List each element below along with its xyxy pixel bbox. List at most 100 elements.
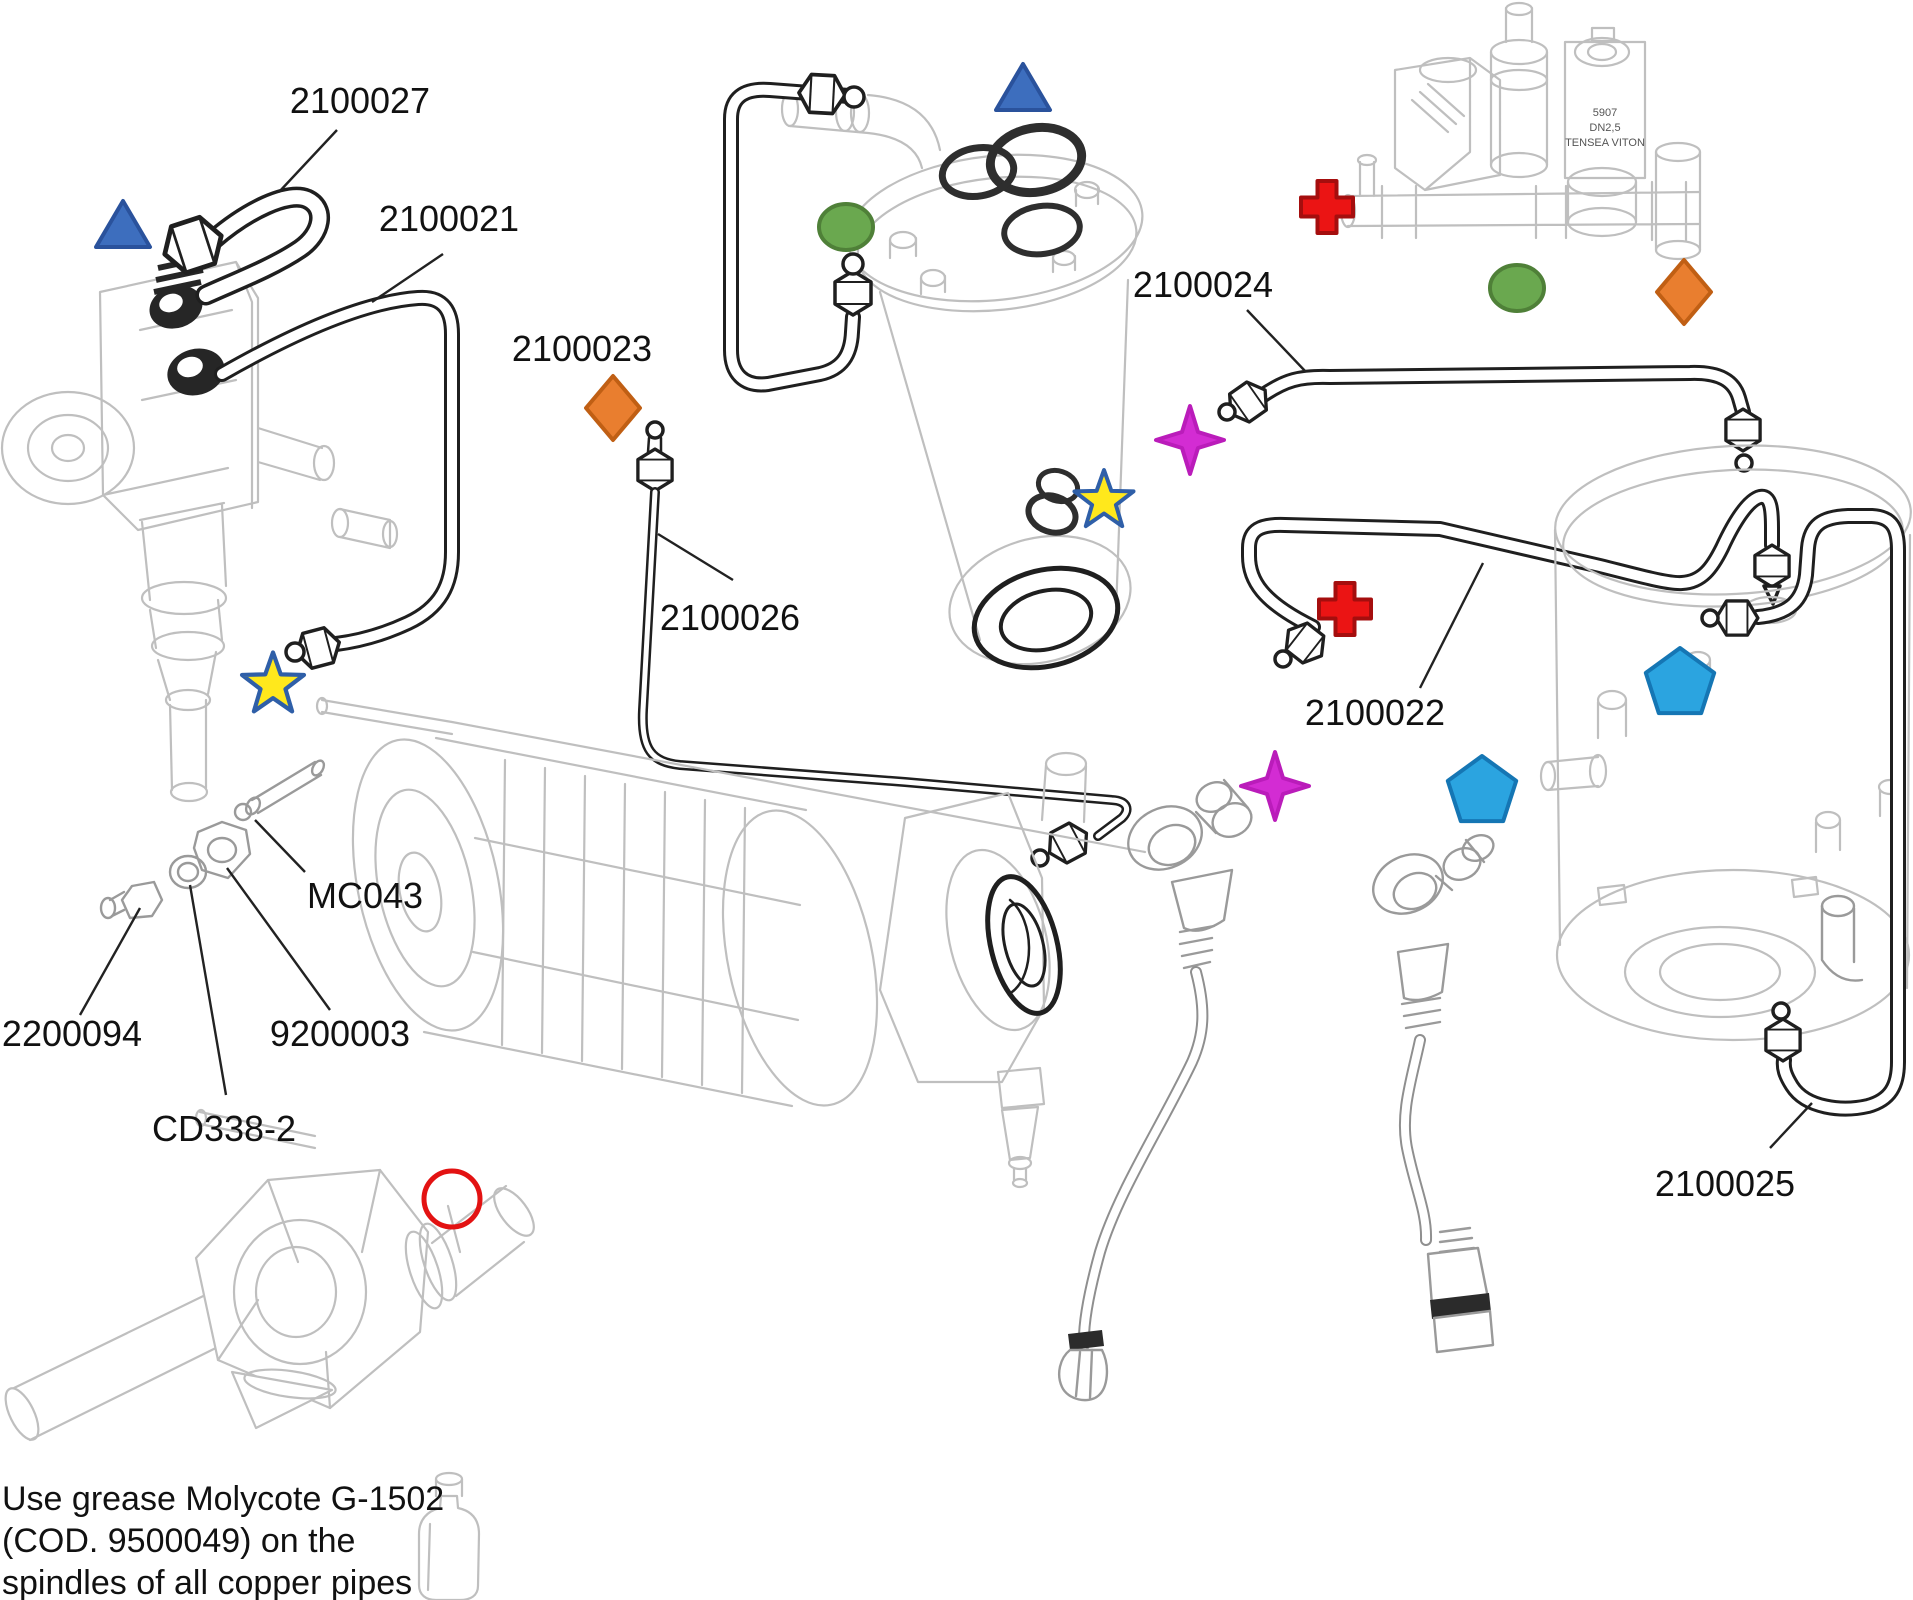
hex-nut-bore — [206, 836, 238, 864]
ghost-stub-collar — [1588, 753, 1608, 789]
ghost-pump-body — [878, 791, 1046, 1084]
spindle-tip-end — [493, 1187, 535, 1237]
grease-note: Use grease Molycote G-1502 (COD. 9500049… — [2, 1480, 444, 1600]
injector-assembly-2 — [1372, 833, 1495, 1354]
ghost-motor-face — [351, 738, 505, 1032]
pipe-ball-end — [842, 85, 866, 109]
spark-marker-icon — [1154, 404, 1226, 476]
pipe-nut — [833, 269, 873, 317]
spindle-nut-facets — [216, 1168, 382, 1410]
spindle-cone — [230, 1370, 334, 1430]
dark-ring-fitting — [1001, 202, 1083, 258]
ghost-stub-end — [330, 507, 350, 539]
ghost-plate-clamp-inner — [1586, 42, 1618, 62]
ghost-left-stub — [1546, 755, 1600, 792]
leader-mc043 — [254, 819, 306, 873]
ghost-rod-cap — [315, 696, 329, 716]
pin-end — [244, 796, 262, 816]
pipe-nut — [796, 72, 848, 116]
ghost-elbow-top — [1195, 781, 1233, 813]
ghost-collar — [164, 688, 212, 712]
ghost-valve-body-walls — [1566, 180, 1638, 224]
ghost-motor-hub — [397, 851, 443, 933]
pipe-highlight — [1257, 367, 1748, 417]
pipe-2100023 — [723, 72, 873, 393]
spindle-washer — [404, 1230, 444, 1310]
ghost-coil-box — [1393, 56, 1502, 192]
pipe-ball-end — [1700, 608, 1720, 628]
pipe-nut — [1714, 599, 1760, 637]
nozzle-tip — [1058, 1348, 1109, 1402]
leader-cd338 — [188, 884, 228, 1096]
bottle-shade — [426, 1522, 432, 1592]
ghost-side-port — [256, 426, 324, 482]
label-2100024: 2100024 — [1133, 264, 1273, 305]
ghost-top-studs — [1596, 658, 1902, 854]
diamond-marker-icon — [584, 374, 642, 442]
ghost-bottom-fitting — [1820, 904, 1864, 982]
ghost-spout-tip — [1007, 1155, 1033, 1171]
nozzle-tip-lines — [1074, 1348, 1094, 1400]
ghost-bell — [1396, 942, 1450, 1002]
group-head-fittings — [149, 255, 225, 396]
label-2200094: 2200094 — [2, 1013, 142, 1054]
part-labels: 2100027 2100021 2100023 2100026 2100024 … — [2, 80, 1795, 1204]
spindle-detail — [4, 1168, 535, 1442]
pipe-ball-end — [1734, 453, 1754, 473]
nozzle-tip — [1432, 1309, 1495, 1354]
fitting-end — [99, 896, 117, 920]
pipe-neck — [646, 436, 663, 454]
pipe-highlight — [199, 190, 327, 302]
ghost-tube-end — [169, 781, 209, 803]
pump-swirl — [1008, 898, 1031, 994]
leader-2100025 — [1769, 1102, 1813, 1149]
ghost-port-end — [312, 444, 336, 482]
label-2100025: 2100025 — [1655, 1163, 1795, 1204]
gasket-ring — [971, 565, 1121, 671]
valve-plate-text-3: TENSEA VITON — [1565, 137, 1645, 149]
ghost-stub-end — [1539, 760, 1557, 792]
pipe-ball-end — [1217, 402, 1237, 422]
ghost-cylinder-band — [1489, 68, 1549, 92]
ghost-collar — [140, 580, 228, 616]
pipe-nut — [1764, 1017, 1802, 1063]
hose-highlight — [1400, 1036, 1431, 1244]
ghost-bottom-studs — [1596, 875, 1820, 907]
leader-2100021 — [371, 253, 444, 303]
label-2100021: 2100021 — [379, 198, 519, 239]
ghost-tie-rods — [198, 698, 1147, 1150]
leader-lines — [78, 129, 1813, 1149]
ghost-cylinder-base — [1489, 151, 1549, 179]
pipe-ball-end — [1273, 649, 1293, 669]
ghost-motor-shell — [422, 736, 808, 1108]
motor-pump-assembly — [194, 696, 1147, 1189]
spindle-washer — [418, 1222, 458, 1302]
pipe-highlight — [217, 292, 457, 649]
label-2100027: 2100027 — [290, 80, 430, 121]
ghost-right-cylinder — [1654, 150, 1702, 252]
ghost-stub — [338, 507, 392, 550]
circle-marker-icon — [1488, 263, 1546, 313]
hose-highlight — [1079, 968, 1207, 1349]
ghost-flange — [0, 390, 136, 506]
seal-bore — [159, 293, 183, 313]
valve-plate-text-1: 5907 — [1593, 107, 1617, 119]
ghost-pump-spout — [996, 1066, 1046, 1182]
ghost-flange-inner — [26, 413, 110, 483]
pipe-highlight — [1244, 491, 1777, 632]
ghost-motor-rear — [721, 809, 879, 1107]
ghost-collar-rings — [1178, 924, 1216, 970]
ghost-bell — [1170, 868, 1234, 932]
small-parts-cluster — [99, 759, 326, 920]
ghost-spout — [138, 501, 228, 792]
ghost-pump-inlet-walls — [1040, 763, 1088, 824]
grease-point-ring — [421, 1168, 483, 1230]
bottle-body — [417, 1494, 481, 1600]
valve-assembly: 5907 DN2,5 TENSEA VITON — [1339, 1, 1702, 261]
note-line-1: Use grease Molycote G-1502 — [2, 1480, 444, 1518]
ghost-cylinder — [1489, 6, 1549, 167]
ghost-right-cylinder-top — [1654, 141, 1702, 163]
pipe-2100024 — [1217, 364, 1762, 473]
